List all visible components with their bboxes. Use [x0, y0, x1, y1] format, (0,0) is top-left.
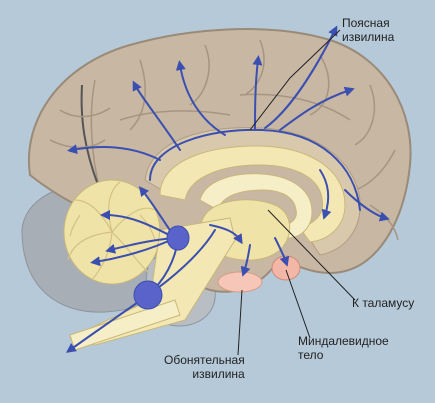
leader-cingulate: [249, 29, 341, 131]
leader-thalamus: [267, 209, 356, 301]
arrow-to-amygdala: [274, 237, 290, 267]
sulci: [49, 39, 399, 241]
nucleus-lower: [133, 280, 163, 310]
hippocampal-area: [217, 271, 263, 293]
label-olfactory-gyrus: Обонятельная извилина: [164, 353, 245, 381]
cerebellum-arbor: [63, 179, 161, 285]
corpus-callosum: [159, 145, 346, 243]
arrow-temporal-2: [344, 189, 390, 222]
arrow-frontal-1: [175, 60, 226, 136]
brainstem-tract: [68, 217, 236, 346]
label-cingulate-gyrus: Поясная извилина: [342, 16, 395, 44]
arrow-occipital: [132, 80, 181, 151]
label-amygdala: Миндалевидное тело: [298, 334, 389, 362]
arrow-cingulate-loop: [149, 128, 361, 211]
arrow-temporal-1: [319, 169, 332, 220]
arrow-to-hippocampus: [240, 244, 251, 277]
nucleus-upper: [166, 225, 190, 251]
leader-amygdala: [285, 269, 311, 339]
arrow-to-thalamus-area: [209, 224, 243, 245]
arrow-frontal-3: [279, 86, 355, 131]
arrow-posterior: [67, 144, 161, 161]
leader-lines: [237, 29, 356, 356]
label-to-thalamus: К таламусу: [352, 296, 415, 310]
leader-olfactory: [237, 289, 243, 356]
arrow-to-cingulate-label: [264, 25, 338, 129]
